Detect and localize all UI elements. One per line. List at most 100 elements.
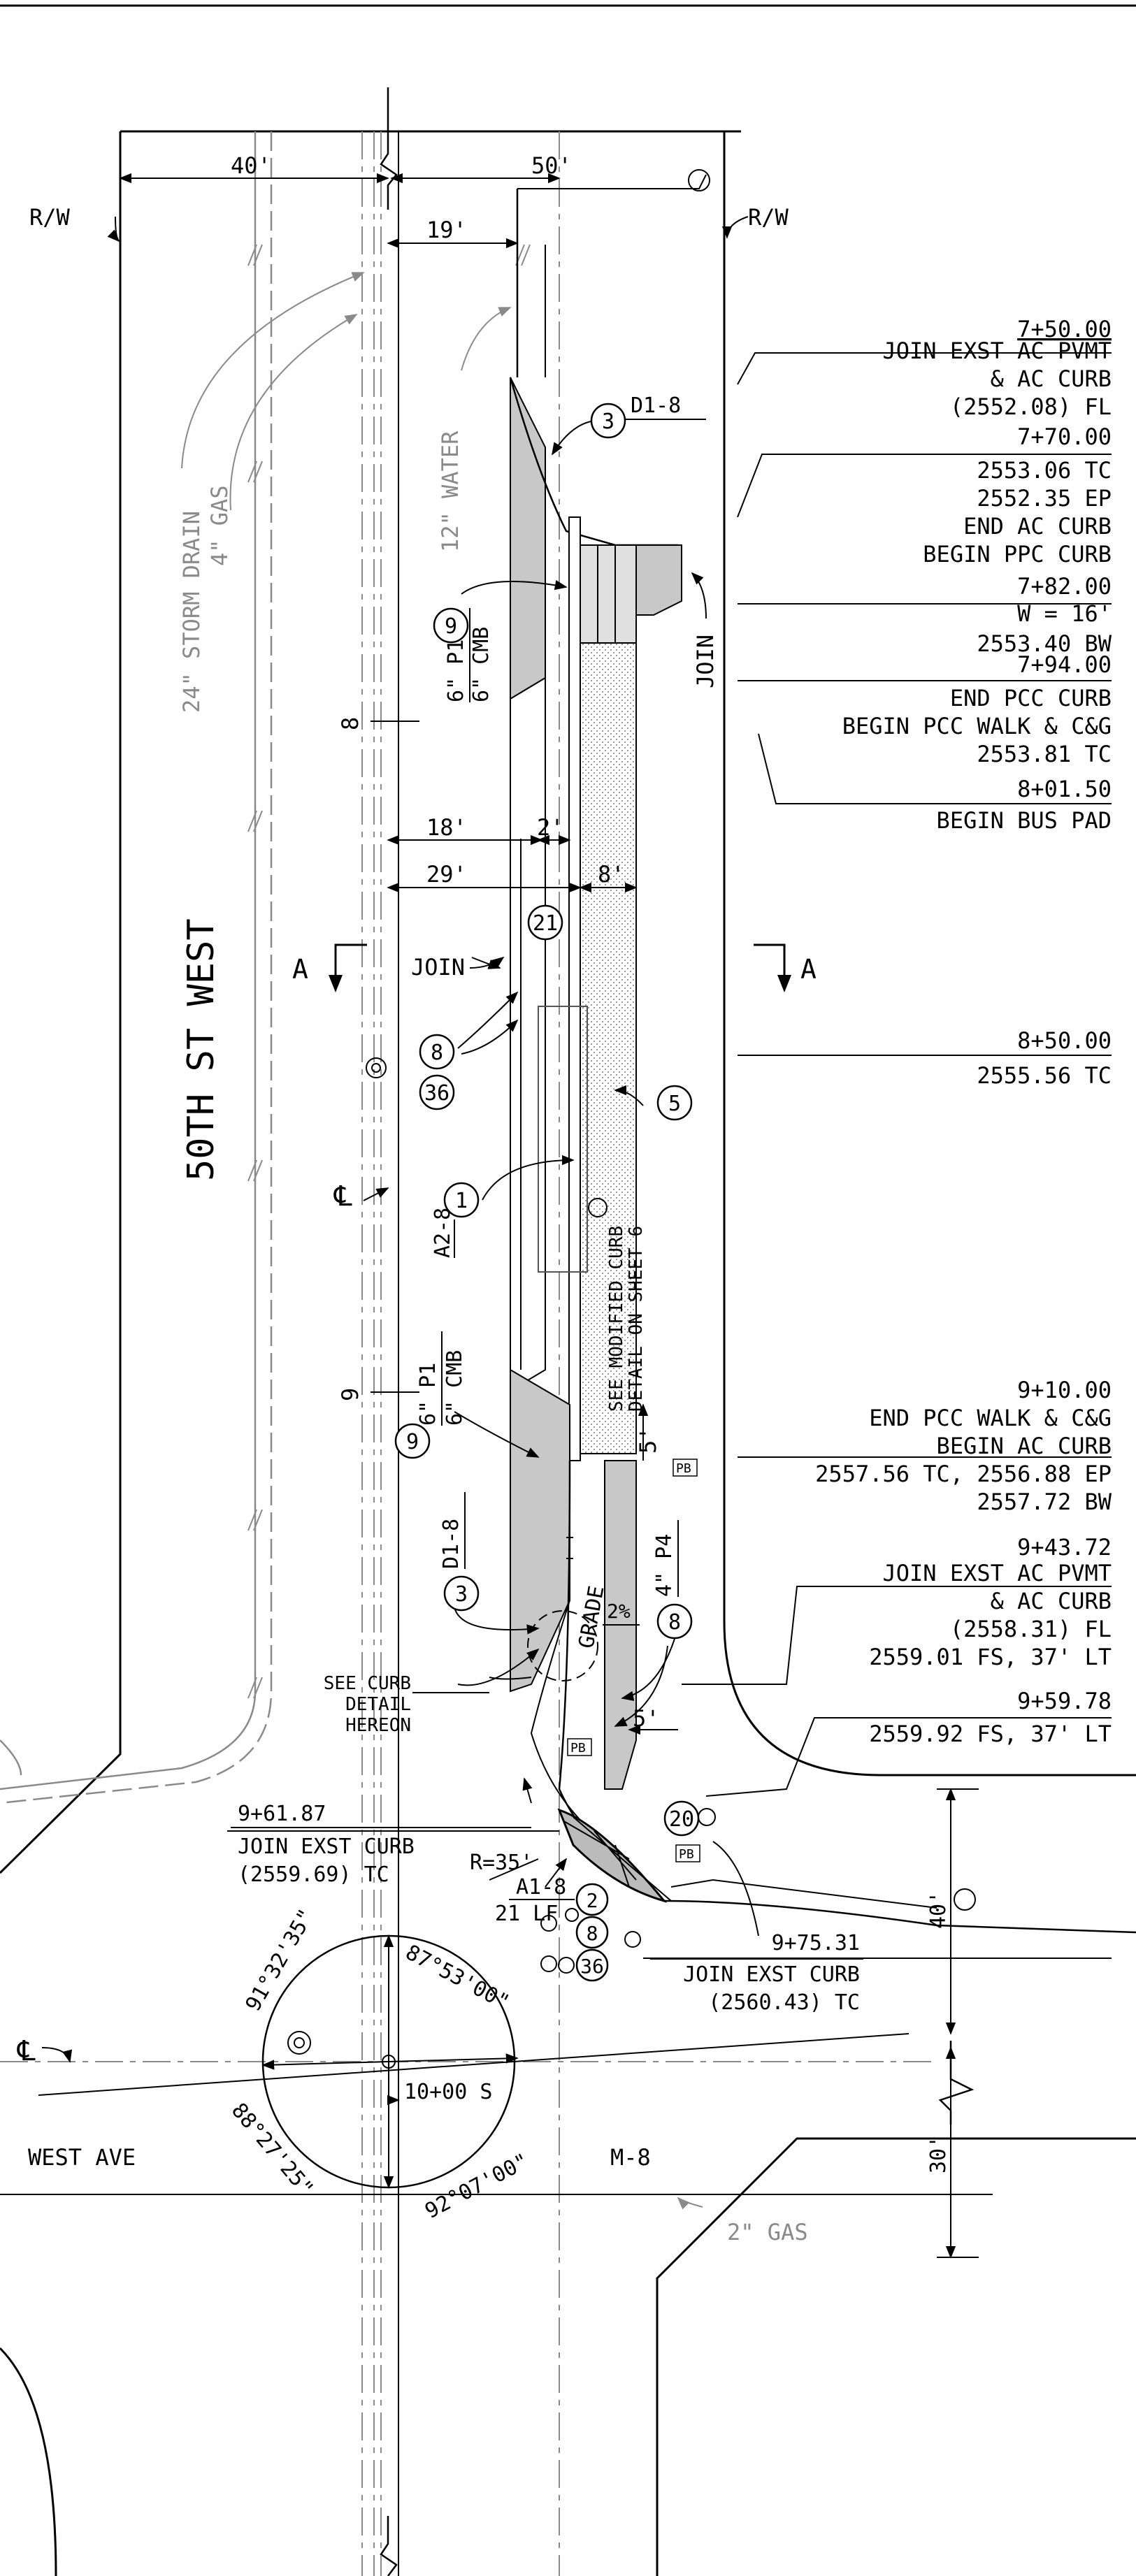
road-centerlines [0,131,937,2576]
angle-3: 88°27'25" [227,2099,318,2201]
bubble-9b [394,1423,431,1459]
street-m8: M-8 [610,2144,651,2171]
angle-4: 92°07'00" [421,2149,533,2224]
bubble-8a-text: 8 [431,1041,443,1065]
section-a-right: A [800,954,817,985]
bubble-leaders [454,421,707,1888]
bubble-8b-text: 8 [668,1610,681,1635]
bubble-2 [575,1883,609,1916]
join-vertical: JOIN [692,635,719,688]
bubble-9a [433,607,469,644]
pb2-label: PB [570,1741,586,1756]
a28-text: A2-8 [431,1208,455,1258]
bubble-36a [419,1074,455,1110]
c1-l3: (2552.08) FL [950,393,1112,420]
p1a-top: 6" P1 [444,639,468,702]
c11-l0: 9+75.31 [772,1931,860,1955]
dim-30: 30' [926,2136,951,2173]
sidewalk [580,642,637,1454]
dim-29: 29' [426,861,467,888]
utility-symbols [287,169,976,2069]
bubble-3b-text: 3 [455,1582,468,1607]
centerline-bottom: ℄ [17,2035,36,2067]
bubble-8c-text: 8 [587,1922,598,1945]
bubble-21-text: 21 [533,911,558,936]
street-west-ave: WEST AVE [28,2144,136,2171]
c2-l0: 7+70.00 [1017,424,1112,450]
bubble-9b-text: 9 [406,1430,419,1454]
station-10: 10+00 S [404,2080,492,2104]
bubble-36b [575,1948,609,1982]
station-callouts-bottom: 9+75.31 JOIN EXST CURB (2560.43) TC [683,1931,860,2015]
bubble-20-text: 20 [669,1807,694,1832]
p1a-bot: 6" CMB [469,627,494,702]
bubble-8a [419,1034,455,1070]
c10-l2: (2559.69) TC [238,1862,389,1887]
p4-text: 4" P4 [652,1534,677,1597]
callout-bubbles [394,403,700,1982]
bubble-1-text: 1 [455,1189,468,1213]
utility-hatch [247,244,531,1699]
c8-l4: 2559.01 FS, 37' LT [869,1644,1112,1670]
c2-l2: 2552.35 EP [977,485,1112,512]
pb1-label: PB [676,1461,691,1476]
c10-l1: JOIN EXST CURB [238,1835,415,1859]
street-outlines [0,130,1136,2576]
ramp [557,1808,668,1903]
c1-l2: & AC CURB [991,366,1112,392]
c5-l1: BEGIN BUS PAD [937,807,1112,834]
c2-l4: BEGIN PPC CURB [923,541,1112,567]
see-curb-1: SEE CURB [324,1673,411,1694]
centerline-top: ℄ [333,1180,352,1213]
c9-l0: 9+59.78 [1017,1688,1112,1714]
d18b-text: D1-8 [439,1519,463,1569]
station-callouts: 7+50.00 JOIN EXST AC PVMT & AC CURB (255… [815,316,1112,1747]
street-50th: 50TH ST WEST [180,918,222,1181]
bubble-1 [443,1182,480,1218]
bubble-8b [656,1603,693,1640]
station-8: 8 [337,717,364,730]
c2-l3: END AC CURB [963,513,1112,540]
c7-l1: END PCC WALK & C&G [869,1405,1112,1431]
a18lf-text: 21 LF [495,1902,558,1926]
c3-l1: W = 16' [1017,600,1112,627]
c10-l0: 9+61.87 [238,1802,326,1826]
p1b-bot: 6" CMB [443,1350,467,1426]
rw-right: R/W [748,204,789,231]
curb-band [568,516,581,1461]
c8-l2: & AC CURB [991,1588,1112,1614]
c11-l2: (2560.43) TC [708,1990,860,2015]
dim-18: 18' [426,814,467,841]
c7-l3: 2557.56 TC, 2556.88 EP [815,1461,1112,1487]
dim-5b: 5' [633,1705,660,1732]
see-curb-3: HEREON [345,1715,411,1736]
c3-l0: 7+82.00 [1017,573,1112,600]
station-callouts-left: 9+61.87 JOIN EXST CURB (2559.69) TC [238,1802,415,1887]
rw-left: R/W [29,204,71,231]
gas4-label: 4" GAS [206,485,233,566]
see-curb-2: DETAIL [345,1694,411,1715]
callout-leaders [227,352,1112,1959]
bubble-3b [443,1575,480,1612]
section-a-left: A [292,954,308,985]
water-label: 12" WATER [437,430,463,552]
see-mod-2: DETAIL ON SHEET 6 [626,1226,647,1412]
dim-19: 19' [426,217,467,243]
c11-l1: JOIN EXST CURB [683,1962,860,1987]
join-block [635,544,682,616]
c8-l3: (2558.31) FL [950,1616,1112,1642]
c4-l2: BEGIN PCC WALK & C&G [842,713,1112,739]
dim-8: 8' [598,861,625,888]
see-mod-1: SEE MODIFIED CURB [606,1226,627,1412]
c6-l1: 2555.56 TC [977,1062,1112,1089]
dim-40: 40' [926,1891,951,1929]
c7-l0: 9+10.00 [1017,1377,1112,1403]
bubble-8c [575,1916,609,1949]
utility-lines [0,131,273,1804]
pavement-strip-mid [510,676,546,1392]
road-solid-lines [0,131,993,2576]
c7-l2: BEGIN AC CURB [937,1433,1112,1459]
dim-2: 2' [537,814,564,841]
c1-l1: JOIN EXST AC PVMT [882,338,1112,364]
pct2-label: 2% [607,1600,631,1623]
